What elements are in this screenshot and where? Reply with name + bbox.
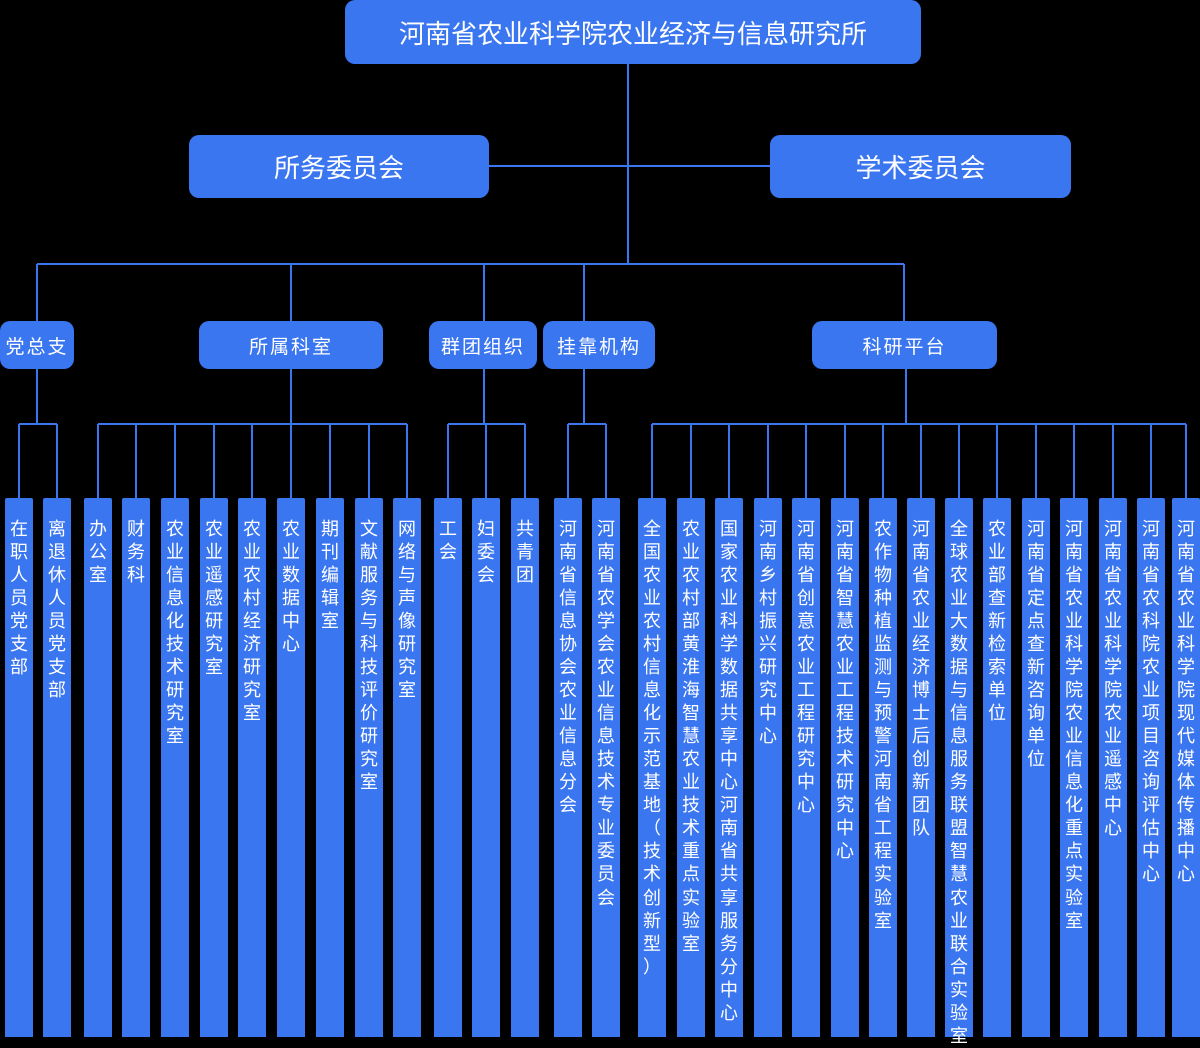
leaf-label: 农业遥感研究室 [204,519,223,679]
leaf-column[interactable]: 网络与声像研究室 [393,498,421,1037]
leaf-column[interactable]: 河南省智慧农业工程技术研究中心 [831,498,859,1037]
group-mass-orgs-label: 群团组织 [440,335,525,358]
leaf-label: 农业数据中心 [281,519,300,656]
group-party[interactable]: 党总支 [0,321,74,369]
group-party-label: 党总支 [5,335,69,358]
leaf-label: 文献服务与科技评价研究室 [359,519,378,794]
leaf-column[interactable]: 农业部查新检索单位 [983,498,1011,1037]
leaf-label: 期刊编辑室 [320,519,339,633]
leaf-label: 农业农村经济研究室 [242,519,261,725]
leaf-label: 农业农村部黄淮海智慧农业技术重点实验室 [681,519,700,955]
group-affiliated[interactable]: 挂靠机构 [543,321,655,369]
leaf-label: 全国农业农村信息化示范基地（技术创新型） [642,519,661,978]
leaf-label: 妇委会 [476,519,495,587]
leaf-column[interactable]: 农业数据中心 [277,498,305,1037]
leaf-label: 河南乡村振兴研究中心 [758,519,777,748]
leaf-column[interactable]: 河南省信息协会农业信息分会 [554,498,582,1037]
leaf-column[interactable]: 农业遥感研究室 [200,498,228,1037]
leaf-column[interactable]: 农业农村部黄淮海智慧农业技术重点实验室 [677,498,705,1037]
leaf-label: 共青团 [515,519,534,587]
leaf-column[interactable]: 河南省农学会农业信息技术专业委员会 [592,498,620,1037]
leaf-column[interactable]: 在职人员党支部 [5,498,33,1037]
leaf-label: 河南省农科院农业项目咨询评估中心 [1141,519,1160,886]
group-affiliated-label: 挂靠机构 [556,335,641,358]
leaf-label: 全球农业大数据与信息服务联盟智慧农业联合实验室 [949,519,968,1047]
leaf-column[interactable]: 工会 [434,498,462,1037]
leaf-column[interactable]: 河南省创意农业工程研究中心 [792,498,820,1037]
leaf-label: 河南省农学会农业信息技术专业委员会 [596,519,615,909]
leaf-column[interactable]: 河南乡村振兴研究中心 [754,498,782,1037]
leaf-column[interactable]: 河南省农业科学院农业信息化重点实验室 [1060,498,1088,1037]
leaf-column[interactable]: 妇委会 [472,498,500,1037]
leaf-column[interactable]: 河南省农业科学院农业遥感中心 [1099,498,1127,1037]
group-departments-label: 所属科室 [248,335,333,358]
leaf-column[interactable]: 农业信息化技术研究室 [161,498,189,1037]
leaf-column[interactable]: 期刊编辑室 [316,498,344,1037]
leaf-column[interactable]: 河南省农科院农业项目咨询评估中心 [1137,498,1165,1037]
root-label: 河南省农业科学院农业经济与信息研究所 [398,19,867,50]
group-research-platforms-label: 科研平台 [862,335,947,358]
root-node[interactable]: 河南省农业科学院农业经济与信息研究所 [345,0,921,64]
group-research-platforms[interactable]: 科研平台 [812,321,997,369]
leaf-label: 河南省智慧农业工程技术研究中心 [835,519,854,863]
leaf-column[interactable]: 文献服务与科技评价研究室 [355,498,383,1037]
leaf-column[interactable]: 国家农业科学数据共享中心河南省共享服务分中心 [715,498,743,1037]
leaf-label: 河南省农业科学院现代媒体传播中心 [1176,519,1195,886]
leaf-column[interactable]: 农作物种植监测与预警河南省工程实验室 [869,498,897,1037]
leaf-label: 河南省农业经济博士后创新团队 [911,519,930,840]
leaf-column[interactable]: 共青团 [511,498,539,1037]
committee-academic[interactable]: 学术委员会 [770,135,1071,198]
leaf-column[interactable]: 河南省农业科学院现代媒体传播中心 [1172,498,1200,1037]
leaf-label: 工会 [438,519,457,564]
leaf-label: 离退休人员党支部 [47,519,66,702]
committee-affairs[interactable]: 所务委员会 [189,135,489,198]
leaf-label: 河南省创意农业工程研究中心 [796,519,815,817]
leaf-label: 国家农业科学数据共享中心河南省共享服务分中心 [719,519,738,1024]
leaf-label: 办公室 [88,519,107,587]
leaf-label: 网络与声像研究室 [397,519,416,702]
leaf-column[interactable]: 农业农村经济研究室 [238,498,266,1037]
leaf-label: 河南省信息协会农业信息分会 [558,519,577,817]
leaf-label: 在职人员党支部 [9,519,28,679]
group-mass-orgs[interactable]: 群团组织 [429,321,537,369]
committee-academic-label: 学术委员会 [855,154,986,184]
leaf-label: 河南省定点查新咨询单位 [1026,519,1045,771]
leaf-column[interactable]: 离退休人员党支部 [43,498,71,1037]
leaf-label: 农业部查新检索单位 [987,519,1006,725]
leaf-column[interactable]: 河南省定点查新咨询单位 [1022,498,1050,1037]
leaf-column[interactable]: 办公室 [84,498,112,1037]
leaf-label: 农作物种植监测与预警河南省工程实验室 [873,519,892,932]
leaf-column[interactable]: 全国农业农村信息化示范基地（技术创新型） [638,498,666,1037]
committee-affairs-label: 所务委员会 [273,154,404,184]
group-departments[interactable]: 所属科室 [199,321,383,369]
leaf-label: 财务科 [126,519,145,587]
leaf-column[interactable]: 全球农业大数据与信息服务联盟智慧农业联合实验室 [945,498,973,1047]
leaf-column[interactable]: 河南省农业经济博士后创新团队 [907,498,935,1037]
leaf-label: 河南省农业科学院农业信息化重点实验室 [1064,519,1083,932]
leaf-label: 河南省农业科学院农业遥感中心 [1103,519,1122,840]
leaf-label: 农业信息化技术研究室 [165,519,184,748]
leaf-column[interactable]: 财务科 [122,498,150,1037]
